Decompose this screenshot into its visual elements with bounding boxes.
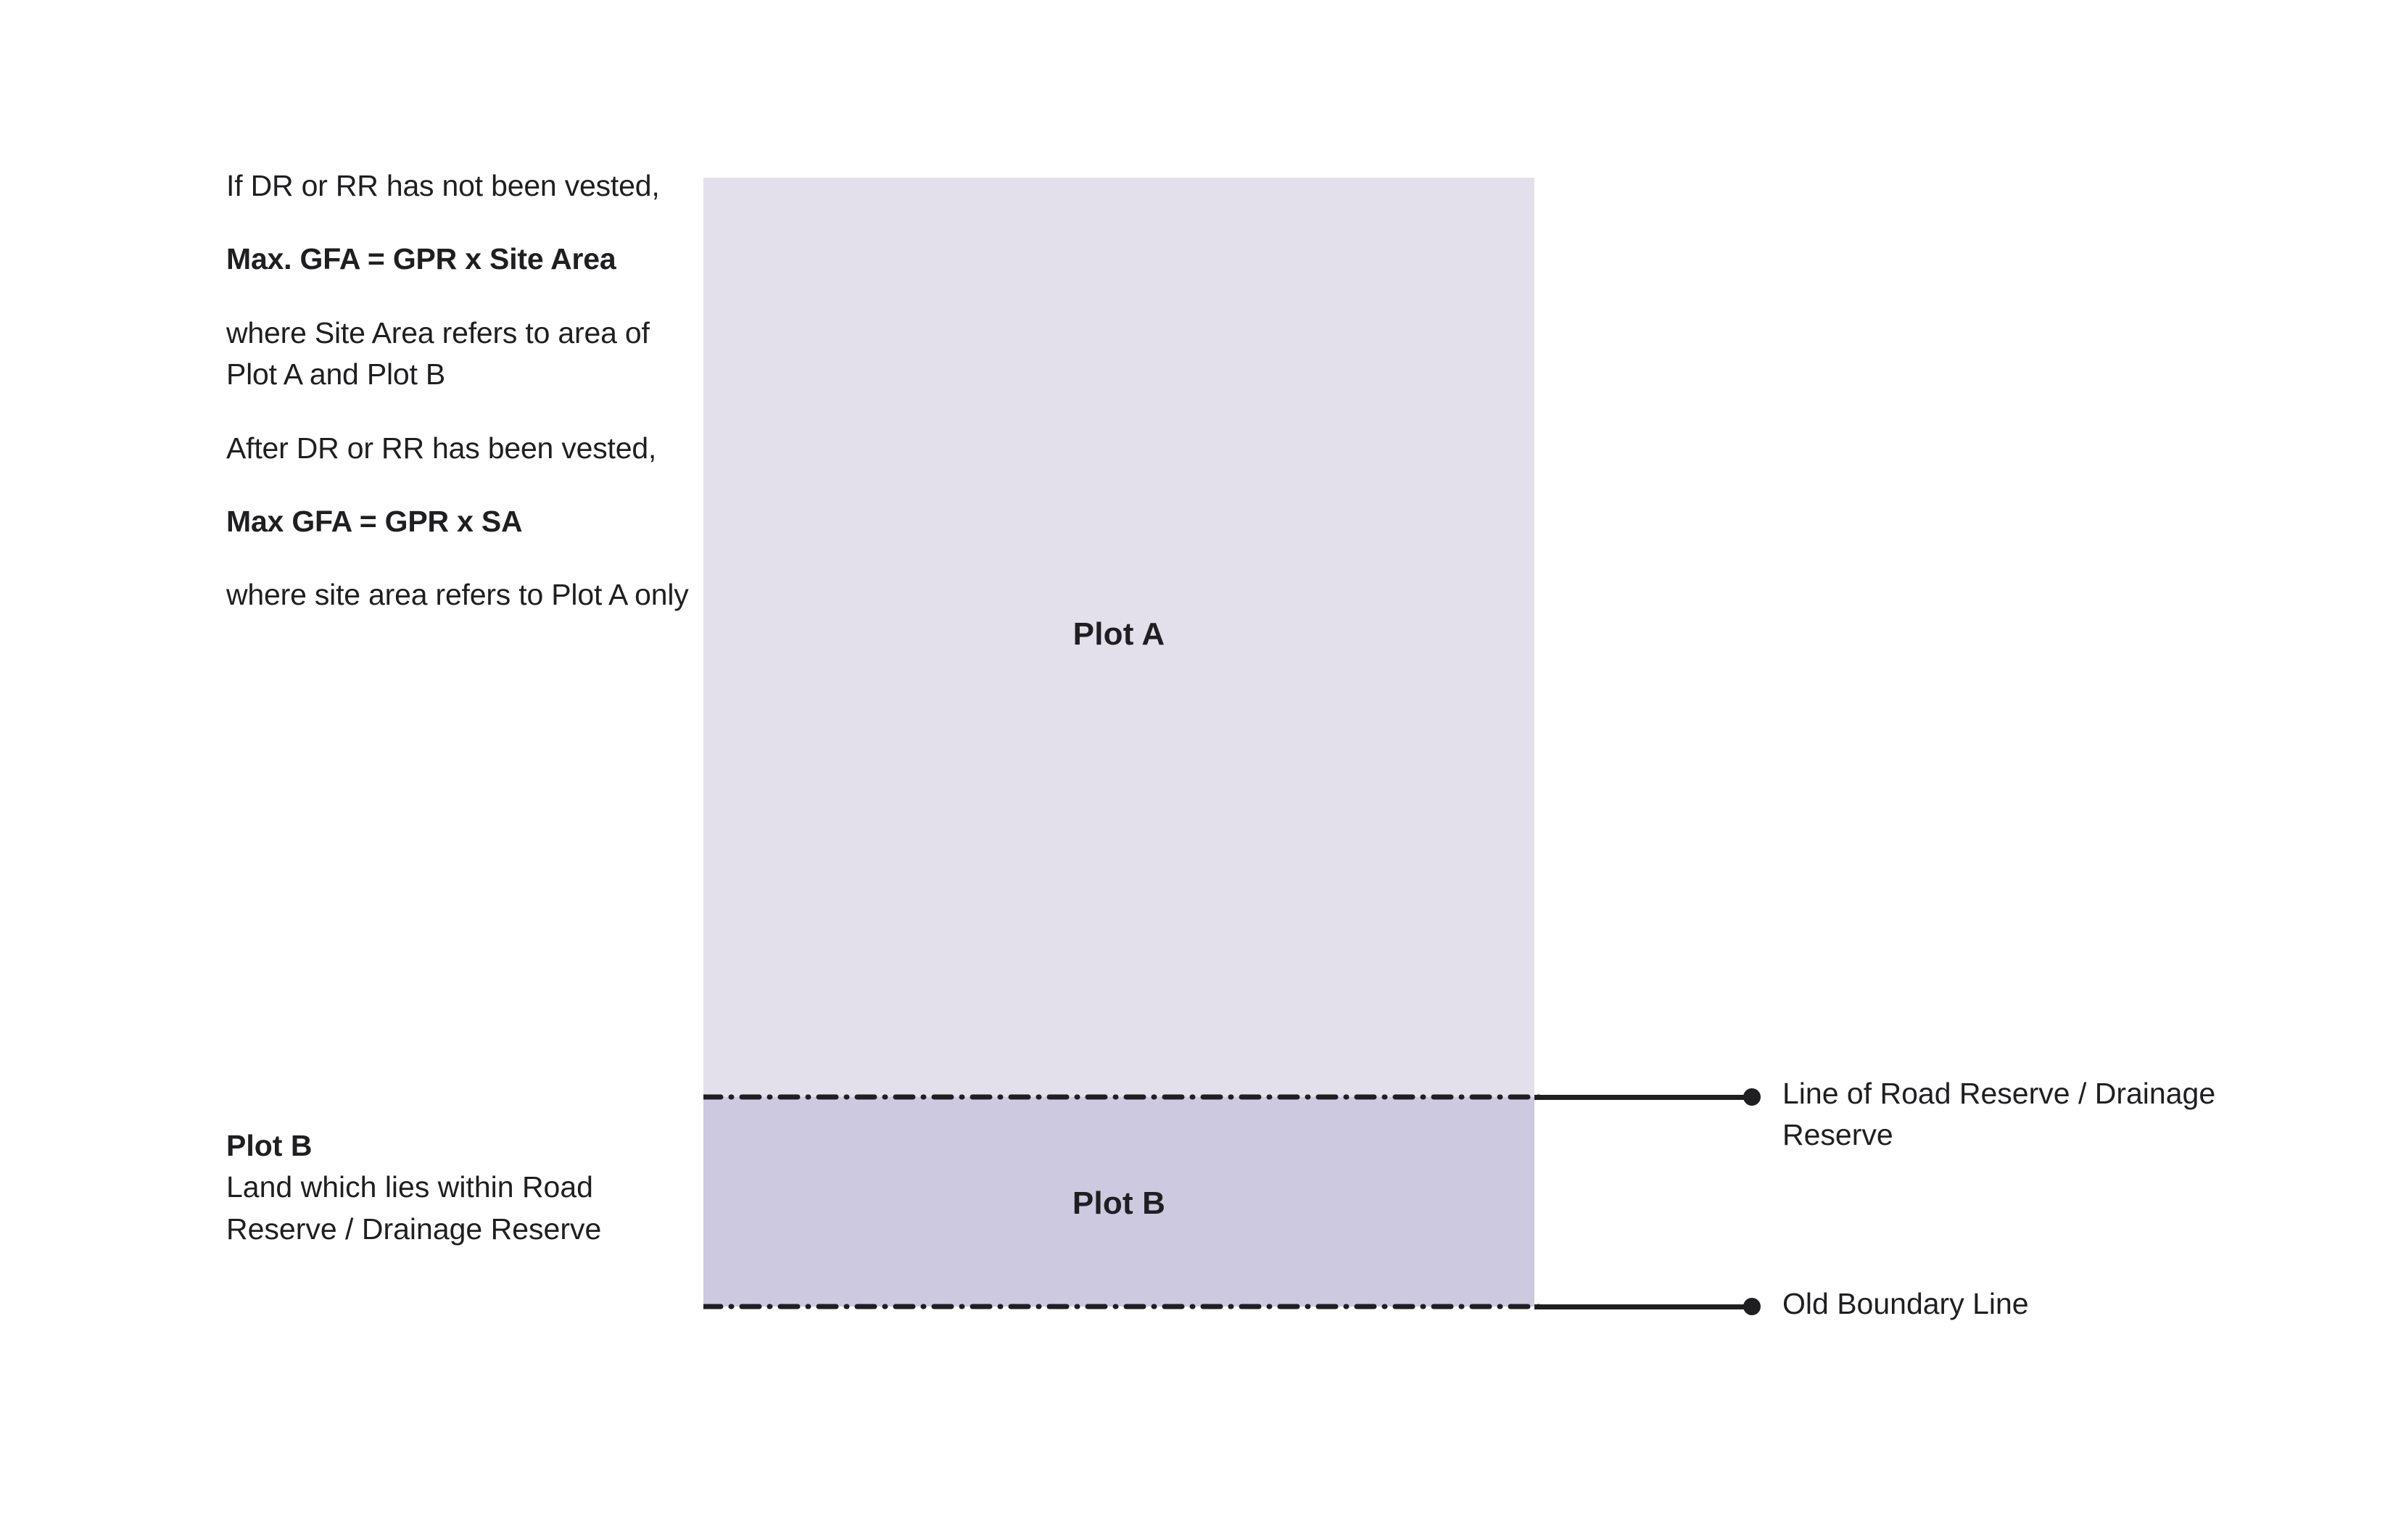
explanatory-text-column: If DR or RR has not been vested, Max. GF… xyxy=(226,165,690,648)
old-boundary-leader-line xyxy=(1534,1304,1752,1309)
explanation-not-vested-text: where Site Area refers to area of Plot A… xyxy=(226,315,650,392)
old-boundary-leader-dot xyxy=(1743,1298,1761,1315)
plot-b-label: Plot B xyxy=(1072,1185,1166,1221)
road-reserve-leader-line xyxy=(1534,1095,1752,1100)
plot-b-legend-note: Plot B Land which lies within Road Reser… xyxy=(226,1125,690,1250)
plot-b-rectangle xyxy=(703,1097,1534,1307)
explanation-vested-text: where site area refers to Plot A only xyxy=(226,578,689,612)
road-reserve-leader-dot xyxy=(1743,1088,1761,1106)
plot-a-label: Plot A xyxy=(1072,616,1165,652)
old-boundary-dashdot-line xyxy=(703,1304,1545,1309)
old-boundary-callout-label: Old Boundary Line xyxy=(1782,1287,2029,1320)
formula-vested-text: Max GFA = GPR x SA xyxy=(226,504,523,538)
road-reserve-callout-label: Line of Road Reserve / Drainage Reserve xyxy=(1782,1077,2216,1152)
formula-not-vested-text: Max. GFA = GPR x Site Area xyxy=(226,242,616,276)
plot-b-legend-heading: Plot B xyxy=(226,1129,313,1162)
plot-b-legend-body: Land which lies within Road Reserve / Dr… xyxy=(226,1170,602,1246)
plot-a-rectangle xyxy=(703,178,1534,1097)
condition-not-vested-text: If DR or RR has not been vested, xyxy=(226,169,660,202)
road-reserve-dashdot-line xyxy=(703,1094,1545,1100)
condition-vested-text: After DR or RR has been vested, xyxy=(226,431,657,465)
